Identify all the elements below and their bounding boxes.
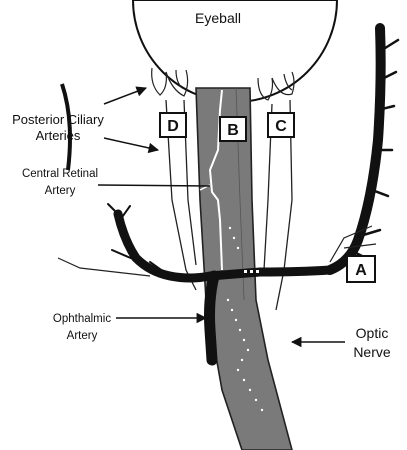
- label-posterior-ciliary-line1: Posterior Ciliary: [12, 112, 104, 127]
- label-central-retinal-line1: Central Retinal: [22, 168, 98, 180]
- label-box-d-text: D: [167, 118, 179, 135]
- label-box-b-text: B: [227, 122, 239, 139]
- label-box-c: C: [268, 113, 294, 137]
- arrow-ciliary-lower: [104, 138, 158, 150]
- label-box-b: B: [220, 117, 246, 141]
- label-eyeball: Eyeball: [195, 10, 241, 26]
- label-optic-nerve-line1: Optic: [356, 325, 389, 341]
- arrow-ciliary-upper: [104, 88, 146, 104]
- label-box-c-text: C: [275, 118, 287, 135]
- label-ophthalmic-line2: Artery: [67, 330, 98, 342]
- label-box-a: A: [347, 256, 375, 282]
- label-optic-nerve-line2: Nerve: [353, 344, 391, 360]
- label-ophthalmic-line1: Ophthalmic: [53, 313, 111, 325]
- label-central-retinal-line2: Artery: [45, 185, 76, 197]
- label-box-d: D: [160, 113, 186, 137]
- pointer-central-retinal: [98, 185, 210, 186]
- label-box-a-text: A: [355, 262, 367, 279]
- label-posterior-ciliary-line2: Arteries: [36, 128, 81, 143]
- left-arc: [62, 84, 70, 170]
